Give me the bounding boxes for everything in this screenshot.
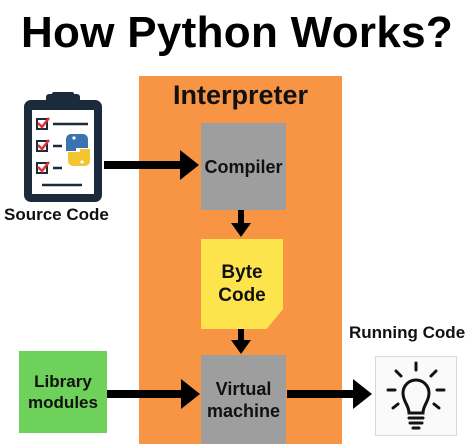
compiler-box: Compiler — [201, 123, 286, 210]
virtual-machine-box: Virtual machine — [201, 355, 286, 444]
interpreter-label: Interpreter — [172, 80, 309, 110]
arrow-compiler-to-bytecode — [231, 210, 251, 237]
source-code-label: Source Code — [4, 205, 109, 224]
running-code-label: Running Code — [349, 323, 466, 342]
compiler-label: Compiler — [204, 156, 283, 177]
library-modules-label-line1: Library — [34, 372, 92, 391]
byte-code-label-line1: Byte — [221, 262, 263, 283]
byte-code-box: Byte Code — [201, 239, 283, 329]
arrow-library-to-vm — [107, 379, 200, 409]
diagram-title: How Python Works? — [20, 8, 454, 57]
lightbulb-icon — [386, 361, 446, 430]
arrow-source-to-compiler — [104, 150, 199, 180]
running-code-box — [375, 356, 457, 436]
clipboard-checklist-python-icon — [24, 92, 102, 202]
virtual-machine-label-line2: machine — [206, 400, 281, 421]
byte-code-label-line2: Code — [218, 285, 266, 306]
library-modules-box: Library modules — [19, 351, 107, 433]
arrow-vm-to-running-code — [287, 379, 372, 409]
arrow-bytecode-to-vm — [231, 329, 251, 354]
virtual-machine-label-line1: Virtual — [215, 378, 272, 399]
library-modules-label-line2: modules — [28, 393, 98, 412]
